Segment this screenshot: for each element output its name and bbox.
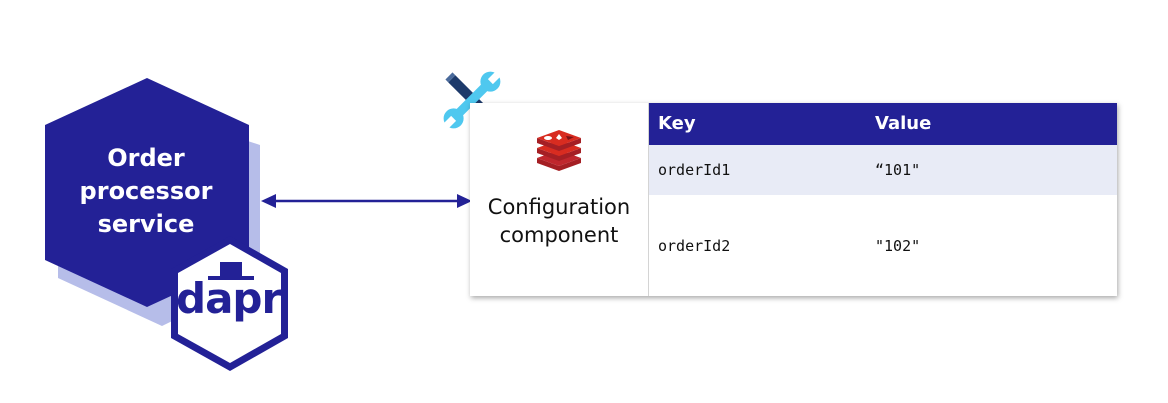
redis-icon xyxy=(537,130,581,171)
service-title-line: processor xyxy=(79,177,213,205)
table-row: orderId2 "102" xyxy=(649,195,1117,296)
row-value: "102" xyxy=(875,237,921,255)
key-value-table: Key Value orderId1 “101" orderId2 "102" xyxy=(649,103,1117,296)
table-row: orderId1 “101" xyxy=(649,145,1117,195)
component-label-line: component xyxy=(499,223,619,247)
row-key: orderId1 xyxy=(658,161,731,179)
row-value: “101" xyxy=(875,161,921,179)
component-label-line: Configuration xyxy=(487,195,631,219)
dapr-logo-text: dapr xyxy=(176,274,282,323)
table-header: Key Value xyxy=(649,103,1117,145)
component-label: Configuration component xyxy=(470,193,648,249)
header-key: Key xyxy=(658,113,696,134)
row-key: orderId2 xyxy=(658,237,731,255)
header-value: Value xyxy=(875,113,932,134)
service-title-line: Order xyxy=(107,144,185,172)
service-title-line: service xyxy=(97,210,195,238)
card-divider xyxy=(648,103,649,296)
configuration-card: Configuration component Key Value orderI… xyxy=(470,103,1117,296)
service-title: Order processor service xyxy=(66,142,226,241)
